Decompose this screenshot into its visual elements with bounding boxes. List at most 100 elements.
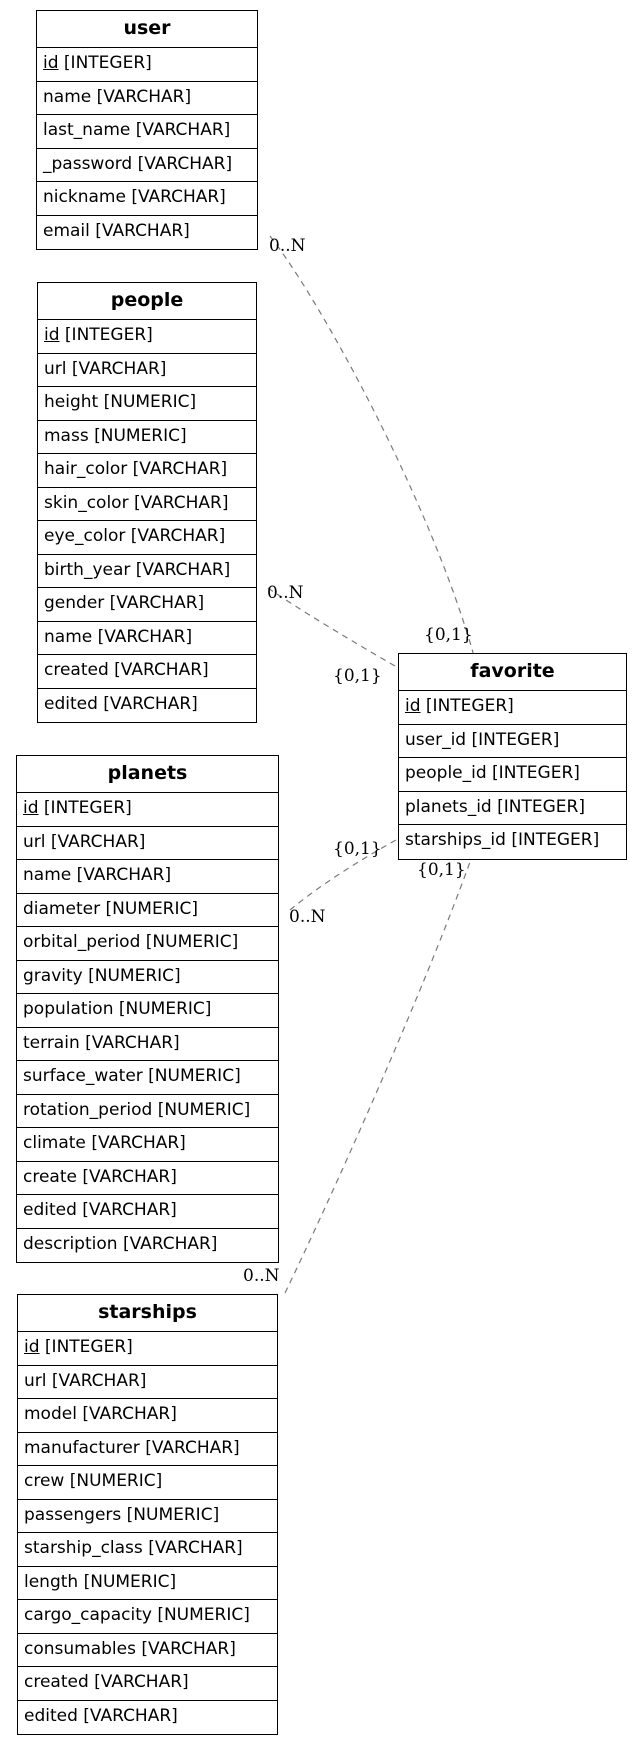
entity-field-row: nickname [VARCHAR] xyxy=(37,182,257,216)
entity-field-row: birth_year [VARCHAR] xyxy=(38,555,256,588)
card-user-to: {0,1} xyxy=(424,625,473,645)
field-type: [INTEGER] xyxy=(511,830,600,850)
field-type: [INTEGER] xyxy=(63,53,152,73)
field-type: [INTEGER] xyxy=(425,696,514,716)
entity-field-row: name [VARCHAR] xyxy=(37,82,257,115)
entity-field-row: created [VARCHAR] xyxy=(18,1667,277,1701)
field-name: user_id xyxy=(405,729,467,750)
entity-field-row: mass [NUMERIC] xyxy=(38,421,256,454)
field-name: name xyxy=(43,86,92,107)
entity-field-row: orbital_period [NUMERIC] xyxy=(17,927,278,961)
field-name: length xyxy=(24,1571,79,1592)
field-name: starship_class xyxy=(24,1538,143,1558)
field-name: create xyxy=(23,1166,77,1187)
field-name: url xyxy=(44,358,67,379)
field-name: surface_water xyxy=(23,1066,143,1086)
field-name: last_name xyxy=(43,120,131,140)
field-name: created xyxy=(24,1672,89,1692)
entity-title: starships xyxy=(18,1295,277,1332)
entity-field-row: edited [VARCHAR] xyxy=(38,689,256,723)
field-type: [VARCHAR] xyxy=(71,358,167,379)
entity-title: planets xyxy=(17,756,278,793)
field-type: [INTEGER] xyxy=(492,763,580,783)
entity-field-row: id [INTEGER] xyxy=(38,320,256,354)
field-type: [NUMERIC] xyxy=(103,392,197,412)
entity-field-row: email [VARCHAR] xyxy=(37,216,257,250)
entity-field-row: starship_class [VARCHAR] xyxy=(18,1533,277,1567)
entity-field-row: climate [VARCHAR] xyxy=(17,1128,278,1162)
field-name: _password xyxy=(43,153,133,174)
entity-field-row: crew [NUMERIC] xyxy=(18,1466,277,1500)
field-type: [VARCHAR] xyxy=(141,1638,236,1659)
field-name: starships_id xyxy=(405,830,506,850)
entity-field-row: gravity [NUMERIC] xyxy=(17,961,278,994)
field-type: [VARCHAR] xyxy=(131,187,226,207)
field-type: [NUMERIC] xyxy=(145,932,239,952)
entity-field-row: created [VARCHAR] xyxy=(38,655,256,689)
entity-title: people xyxy=(38,283,256,320)
field-name: passengers xyxy=(24,1504,122,1525)
field-type: [NUMERIC] xyxy=(126,1504,220,1525)
entity-field-row: url [VARCHAR] xyxy=(17,827,278,860)
entity-field-row: create [VARCHAR] xyxy=(17,1162,278,1195)
entity-field-row: consumables [VARCHAR] xyxy=(18,1634,277,1667)
entity-field-row: description [VARCHAR] xyxy=(17,1229,278,1263)
field-type: [VARCHAR] xyxy=(94,1672,189,1692)
entity-field-row: id [INTEGER] xyxy=(18,1332,277,1366)
field-type: [VARCHAR] xyxy=(103,693,198,714)
entity-field-row: planets_id [INTEGER] xyxy=(399,792,626,825)
field-type: [VARCHAR] xyxy=(91,1133,186,1153)
primary-key-name: id xyxy=(405,696,421,716)
entity-field-row: people_id [INTEGER] xyxy=(399,758,626,792)
field-type: [VARCHAR] xyxy=(85,1032,180,1053)
field-type: [NUMERIC] xyxy=(157,1099,251,1120)
field-type: [VARCHAR] xyxy=(76,865,172,885)
field-type: [NUMERIC] xyxy=(105,898,199,919)
field-name: people_id xyxy=(405,763,487,783)
field-name: eye_color xyxy=(44,526,126,546)
entity-field-row: edited [VARCHAR] xyxy=(18,1701,277,1735)
field-name: population xyxy=(23,999,114,1019)
entity-title: favorite xyxy=(399,654,626,691)
field-name: gravity xyxy=(23,965,83,986)
field-name: manufacturer xyxy=(24,1437,140,1458)
field-type: [VARCHAR] xyxy=(82,1404,177,1424)
entity-field-row: name [VARCHAR] xyxy=(17,860,278,894)
field-name: name xyxy=(44,626,93,647)
entity-field-row: rotation_period [NUMERIC] xyxy=(17,1095,278,1128)
field-name: edited xyxy=(23,1200,77,1220)
field-type: [VARCHAR] xyxy=(82,1166,177,1187)
field-type: [VARCHAR] xyxy=(148,1538,243,1558)
field-type: [VARCHAR] xyxy=(114,660,209,680)
field-type: [VARCHAR] xyxy=(50,831,146,852)
field-name: nickname xyxy=(43,187,126,207)
field-type: [VARCHAR] xyxy=(137,153,233,174)
card-starships-from: 0..N xyxy=(243,1266,280,1286)
entity-field-row: model [VARCHAR] xyxy=(18,1399,277,1433)
card-planets-to: {0,1} xyxy=(333,839,382,859)
field-type: [NUMERIC] xyxy=(94,425,187,446)
field-type: [VARCHAR] xyxy=(83,1705,178,1726)
entity-field-row: url [VARCHAR] xyxy=(38,354,256,387)
field-name: height xyxy=(44,392,99,412)
entity-title: user xyxy=(37,11,257,48)
entity-field-row: starships_id [INTEGER] xyxy=(399,825,626,859)
field-name: mass xyxy=(44,425,89,446)
entity-field-row: diameter [NUMERIC] xyxy=(17,894,278,927)
field-name: created xyxy=(44,660,109,680)
field-name: edited xyxy=(44,693,98,714)
card-people-from: 0..N xyxy=(267,583,304,603)
field-type: [VARCHAR] xyxy=(96,86,192,107)
field-name: diameter xyxy=(23,898,101,919)
field-name: terrain xyxy=(23,1032,80,1053)
field-name: rotation_period xyxy=(23,1099,153,1120)
field-type: [NUMERIC] xyxy=(118,999,212,1019)
entity-field-row: surface_water [NUMERIC] xyxy=(17,1061,278,1095)
card-planets-from: 0..N xyxy=(289,907,326,927)
field-type: [VARCHAR] xyxy=(135,559,231,580)
